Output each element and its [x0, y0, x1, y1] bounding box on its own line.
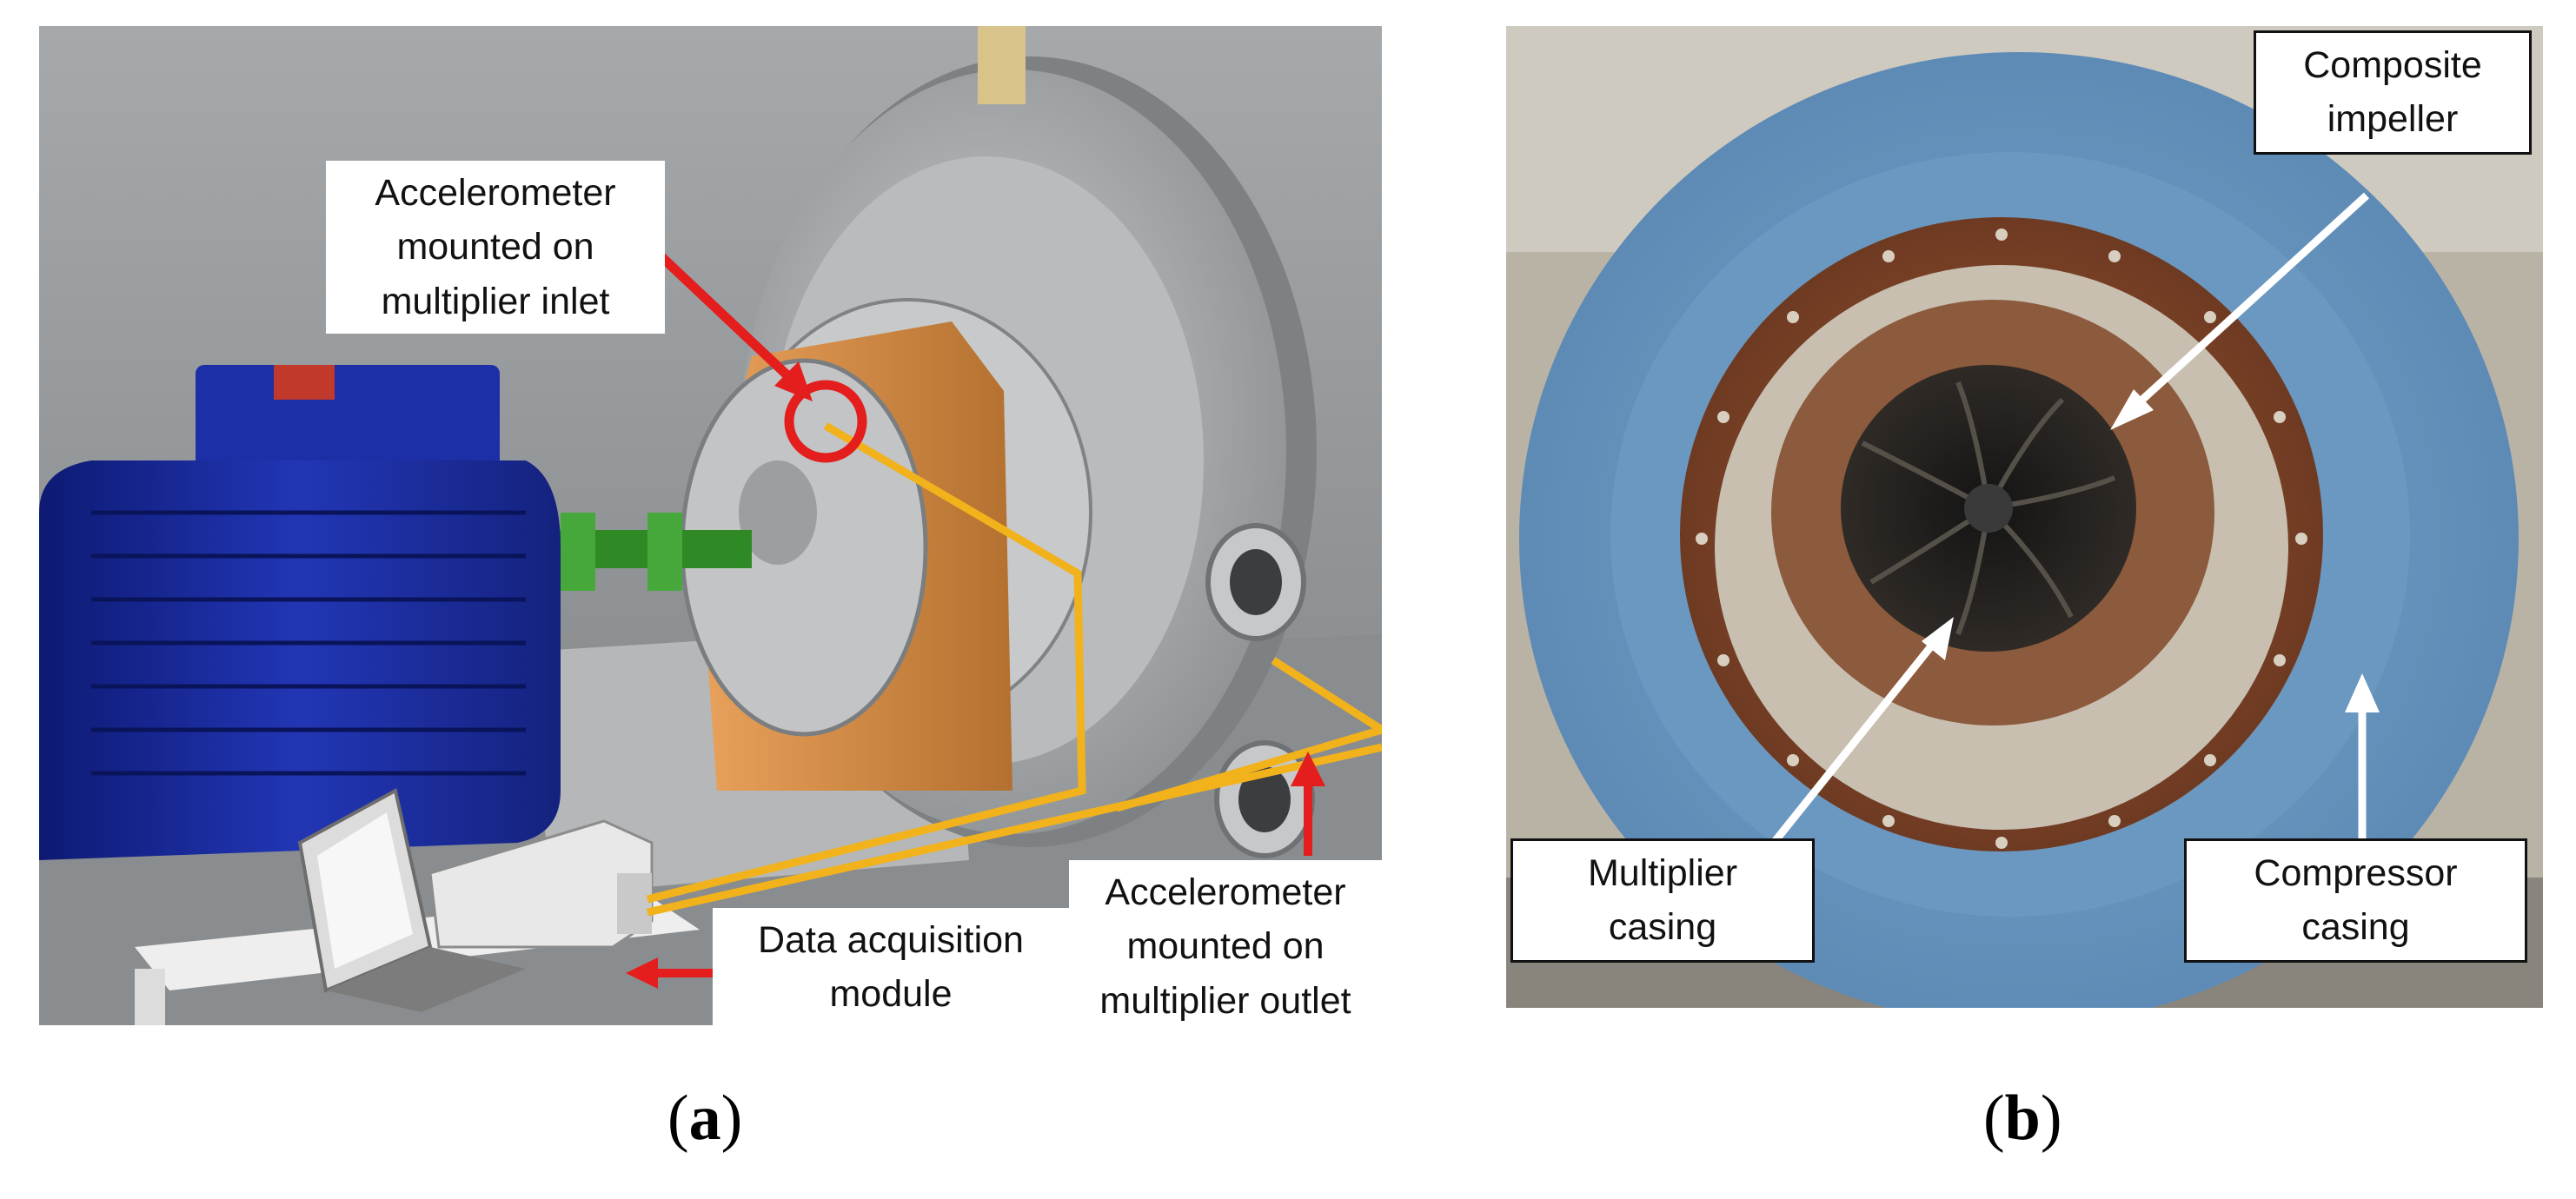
callout-multiplier-casing: Multiplier casing: [1510, 838, 1815, 963]
callout-composite-impeller: Composite impeller: [2254, 30, 2532, 155]
callout-outlet-accelerometer: Accelerometer mounted on multiplier outl…: [1069, 860, 1382, 1025]
panel-label-a: (a): [667, 1083, 743, 1154]
test-rig-render: Accelerometer mounted on multiplier inle…: [39, 26, 1382, 1025]
compressor-photo: Composite impeller Multiplier casing Com…: [1506, 26, 2543, 1008]
callout-compressor-casing: Compressor casing: [2184, 838, 2527, 963]
panel-label-b: (b): [1983, 1083, 2062, 1154]
callout-inlet-accelerometer: Accelerometer mounted on multiplier inle…: [326, 161, 665, 335]
callout-data-acquisition-module: Data acquisition module: [713, 908, 1069, 1025]
